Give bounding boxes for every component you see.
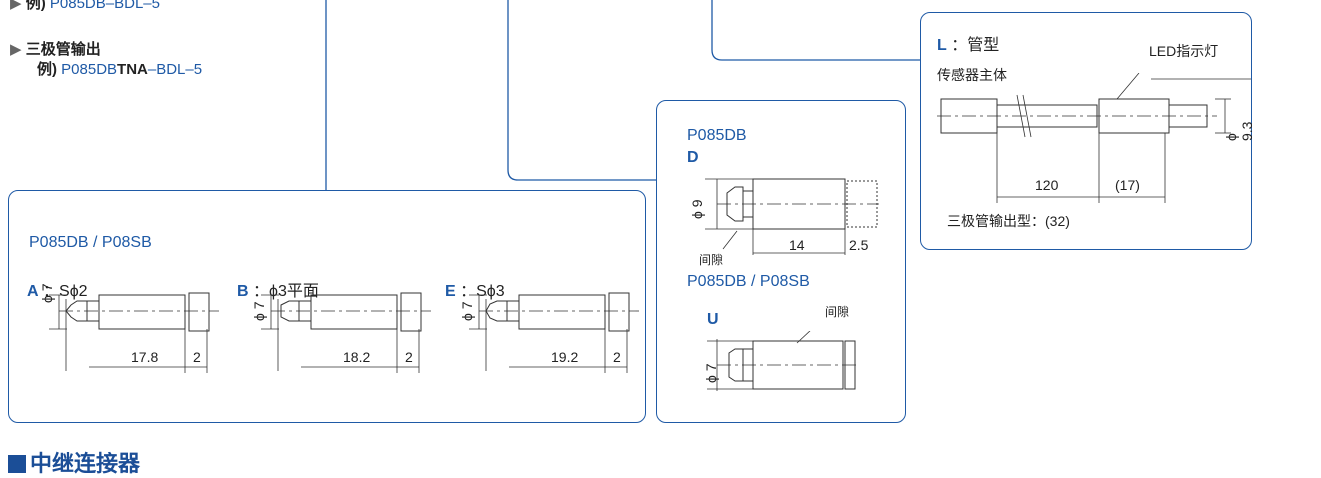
- bullet-icon: ▶: [10, 41, 22, 58]
- panel-d-title: P085DB: [687, 127, 747, 144]
- panel-u-title: P085DB / P08SB: [687, 273, 810, 290]
- l-label: L ：管型: [937, 37, 1000, 54]
- variant-e-len: 19.2: [551, 349, 579, 365]
- heading-square-icon: [8, 455, 26, 473]
- d-gap: 2.5: [849, 237, 869, 253]
- example-prefix: 例): [25, 0, 46, 12]
- panel-d-code: D: [687, 149, 699, 166]
- variant-e-label: E ：Sϕ3: [445, 283, 505, 300]
- variant-a-dia: ϕ 7: [39, 283, 55, 303]
- variant-b-gap: 2: [405, 349, 413, 365]
- l-led-label: LED指示灯: [1149, 43, 1219, 59]
- variant-b-label: B ：ϕ3平面: [237, 283, 319, 300]
- panel-u-code: U: [707, 311, 719, 328]
- d-drawing: [705, 178, 879, 255]
- u-dia: ϕ 7: [703, 363, 719, 383]
- example-prefix: 例): [37, 61, 57, 78]
- variant-e-dia: ϕ 7: [459, 301, 475, 321]
- l-drawing: [937, 73, 1251, 203]
- bullet-icon: ▶: [10, 0, 22, 12]
- panel-l-tube: L ：管型 传感器主体 LED指示灯 ϕ 9.3 120 (17) 三极管输出型…: [920, 12, 1255, 250]
- option-title: 三极管输出: [25, 41, 101, 58]
- variant-b-len: 18.2: [343, 349, 371, 365]
- u-drawing: [707, 331, 857, 391]
- d-len: 14: [789, 237, 805, 253]
- variant-drawings: [49, 292, 639, 373]
- variant-b-dia: ϕ 7: [251, 301, 267, 321]
- l-dia: ϕ 9.3: [1223, 121, 1255, 141]
- panel-d-u: P085DB D ϕ 9 间隙 14 2.5 P085DB / P08SB U …: [656, 100, 906, 423]
- output-option-2: ▶ 三极管输出 例) P085DBTNA–BDL–5: [10, 40, 202, 80]
- l-len1: 120: [1035, 177, 1059, 193]
- variant-e-gap: 2: [613, 349, 621, 365]
- section-heading: 中继连接器: [8, 446, 140, 478]
- panel-title: P085DB / P08SB: [29, 234, 152, 251]
- l-len2: (17): [1115, 177, 1140, 193]
- example-model: P085DBTNA–BDL–5: [61, 61, 203, 78]
- d-dia: ϕ 9: [689, 199, 705, 219]
- panel-tip-variants: P085DB / P08SB A ：Sϕ2 B ：ϕ3平面 E ：Sϕ3: [8, 190, 646, 423]
- variant-a-gap: 2: [193, 349, 201, 365]
- connector-lines: [325, 0, 920, 190]
- variant-a-label: A ：Sϕ2: [27, 283, 88, 300]
- l-note: 三极管输出型：(32): [947, 213, 1070, 229]
- l-body-label: 传感器主体: [937, 67, 1007, 83]
- output-option-1: ▶ 例) P085DB–BDL–5: [10, 0, 160, 14]
- u-gap-label: 间隙: [825, 305, 850, 319]
- variant-a-len: 17.8: [131, 349, 159, 365]
- example-model: P085DB–BDL–5: [49, 0, 160, 12]
- d-gap-label: 间隙: [699, 253, 724, 267]
